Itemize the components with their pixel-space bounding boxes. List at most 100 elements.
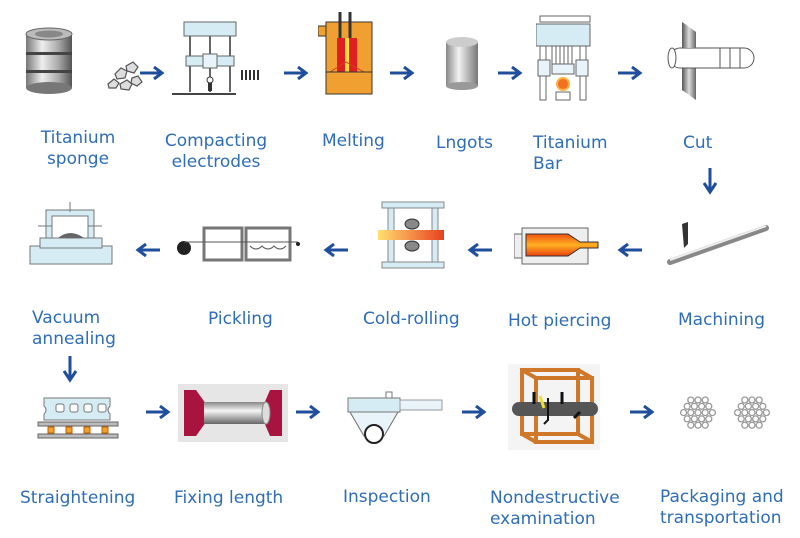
tube-end bbox=[759, 402, 767, 410]
tube-end bbox=[683, 402, 691, 410]
vacuum-furnace-icon bbox=[29, 202, 113, 265]
label-line: examination bbox=[490, 509, 596, 529]
arrow-right-icon bbox=[630, 405, 655, 419]
pickling-tank-icon bbox=[177, 226, 300, 262]
step-label: Straightening bbox=[20, 488, 135, 509]
press-icon bbox=[172, 21, 259, 95]
tube-end bbox=[741, 396, 749, 404]
label-line: Cold-rolling bbox=[363, 309, 460, 329]
length-cutter-icon bbox=[178, 384, 288, 442]
tube-end bbox=[755, 396, 763, 404]
tube-end bbox=[683, 415, 691, 423]
tube-end bbox=[748, 421, 756, 429]
tube-end bbox=[751, 415, 760, 423]
step-label: Pickling bbox=[208, 309, 273, 330]
tube-end bbox=[748, 396, 756, 404]
arrow-down-icon bbox=[63, 356, 77, 383]
arrow-left-icon bbox=[467, 243, 492, 257]
label-line: Machining bbox=[678, 310, 765, 330]
tube-end bbox=[687, 421, 695, 429]
label-line: Bar bbox=[533, 154, 563, 174]
tube-end bbox=[741, 408, 749, 417]
tube-end bbox=[737, 415, 745, 423]
tube-end bbox=[748, 408, 756, 417]
label-line: electrodes bbox=[171, 152, 261, 172]
arrow-right-icon bbox=[296, 405, 321, 419]
piercing-mill-icon bbox=[514, 227, 599, 265]
tube-end bbox=[697, 415, 706, 423]
titanium-sponge-icon bbox=[25, 27, 143, 94]
step-label: Cut bbox=[683, 133, 712, 154]
saw-blade-icon bbox=[667, 22, 755, 100]
label-line: Melting bbox=[322, 131, 385, 151]
tube-end bbox=[744, 415, 753, 423]
label-line: Nondestructive bbox=[490, 488, 620, 508]
arrow-right-icon bbox=[284, 66, 309, 80]
arrow-left-icon bbox=[323, 243, 348, 257]
tube-end bbox=[755, 408, 763, 417]
tube-end bbox=[762, 408, 771, 417]
ndt-frame-icon bbox=[508, 364, 600, 450]
tube-end bbox=[705, 402, 713, 410]
label-line: sponge bbox=[46, 149, 110, 169]
arrow-right-icon bbox=[498, 66, 523, 80]
step-label: Lngots bbox=[436, 133, 493, 154]
step-label: Melting bbox=[322, 131, 385, 152]
tube-end bbox=[737, 402, 745, 410]
tube-end bbox=[741, 421, 749, 429]
tube-end bbox=[751, 402, 760, 410]
tube-end bbox=[744, 402, 753, 410]
tube-end bbox=[690, 415, 699, 423]
tube-end bbox=[694, 408, 702, 417]
tube-end bbox=[705, 415, 713, 423]
tube-end bbox=[708, 408, 717, 417]
tube-end bbox=[733, 408, 742, 417]
label-line: Compacting bbox=[164, 131, 268, 151]
label-line: Fixing length bbox=[174, 488, 284, 508]
step-label: Machining bbox=[678, 310, 765, 331]
lathe-tool-icon bbox=[667, 222, 769, 265]
label-line: Straightening bbox=[20, 488, 136, 508]
arrow-down-icon bbox=[703, 168, 717, 195]
tube-end bbox=[701, 421, 709, 429]
step-label: Hot piercing bbox=[508, 311, 611, 332]
label-line: Packaging and bbox=[660, 487, 784, 507]
tube-end bbox=[759, 415, 767, 423]
tube-end bbox=[701, 396, 709, 404]
tube-end bbox=[694, 396, 702, 404]
label-line: Lngots bbox=[436, 133, 493, 153]
label-line: annealing bbox=[32, 329, 116, 349]
step-label: Cold-rolling bbox=[363, 309, 460, 330]
label-line: Pickling bbox=[208, 309, 273, 329]
label-line: Inspection bbox=[343, 487, 431, 507]
forging-press-icon bbox=[536, 15, 591, 101]
caliper-icon bbox=[347, 391, 443, 444]
tube-end bbox=[679, 408, 688, 417]
label-line: transportation bbox=[660, 508, 782, 528]
tube-end bbox=[697, 402, 706, 410]
tube-end bbox=[690, 402, 699, 410]
tube-end bbox=[755, 421, 763, 429]
tube-end bbox=[701, 408, 709, 417]
tube-end bbox=[687, 408, 695, 417]
arrow-left-icon bbox=[135, 243, 160, 257]
arrow-right-icon bbox=[618, 66, 643, 80]
label-line: Titanium bbox=[533, 133, 608, 153]
step-label: Inspection bbox=[343, 487, 431, 508]
label-line: Vacuum bbox=[32, 308, 101, 328]
arrow-right-icon bbox=[140, 66, 165, 80]
label-line: Titanium bbox=[40, 128, 116, 148]
ingot-icon bbox=[446, 37, 478, 90]
straightener-icon bbox=[37, 397, 119, 439]
tube-end bbox=[694, 421, 702, 429]
tube-end bbox=[687, 396, 695, 404]
step-label: Fixing length bbox=[174, 488, 283, 509]
label-line: Cut bbox=[683, 133, 713, 153]
arrow-right-icon bbox=[146, 405, 171, 419]
